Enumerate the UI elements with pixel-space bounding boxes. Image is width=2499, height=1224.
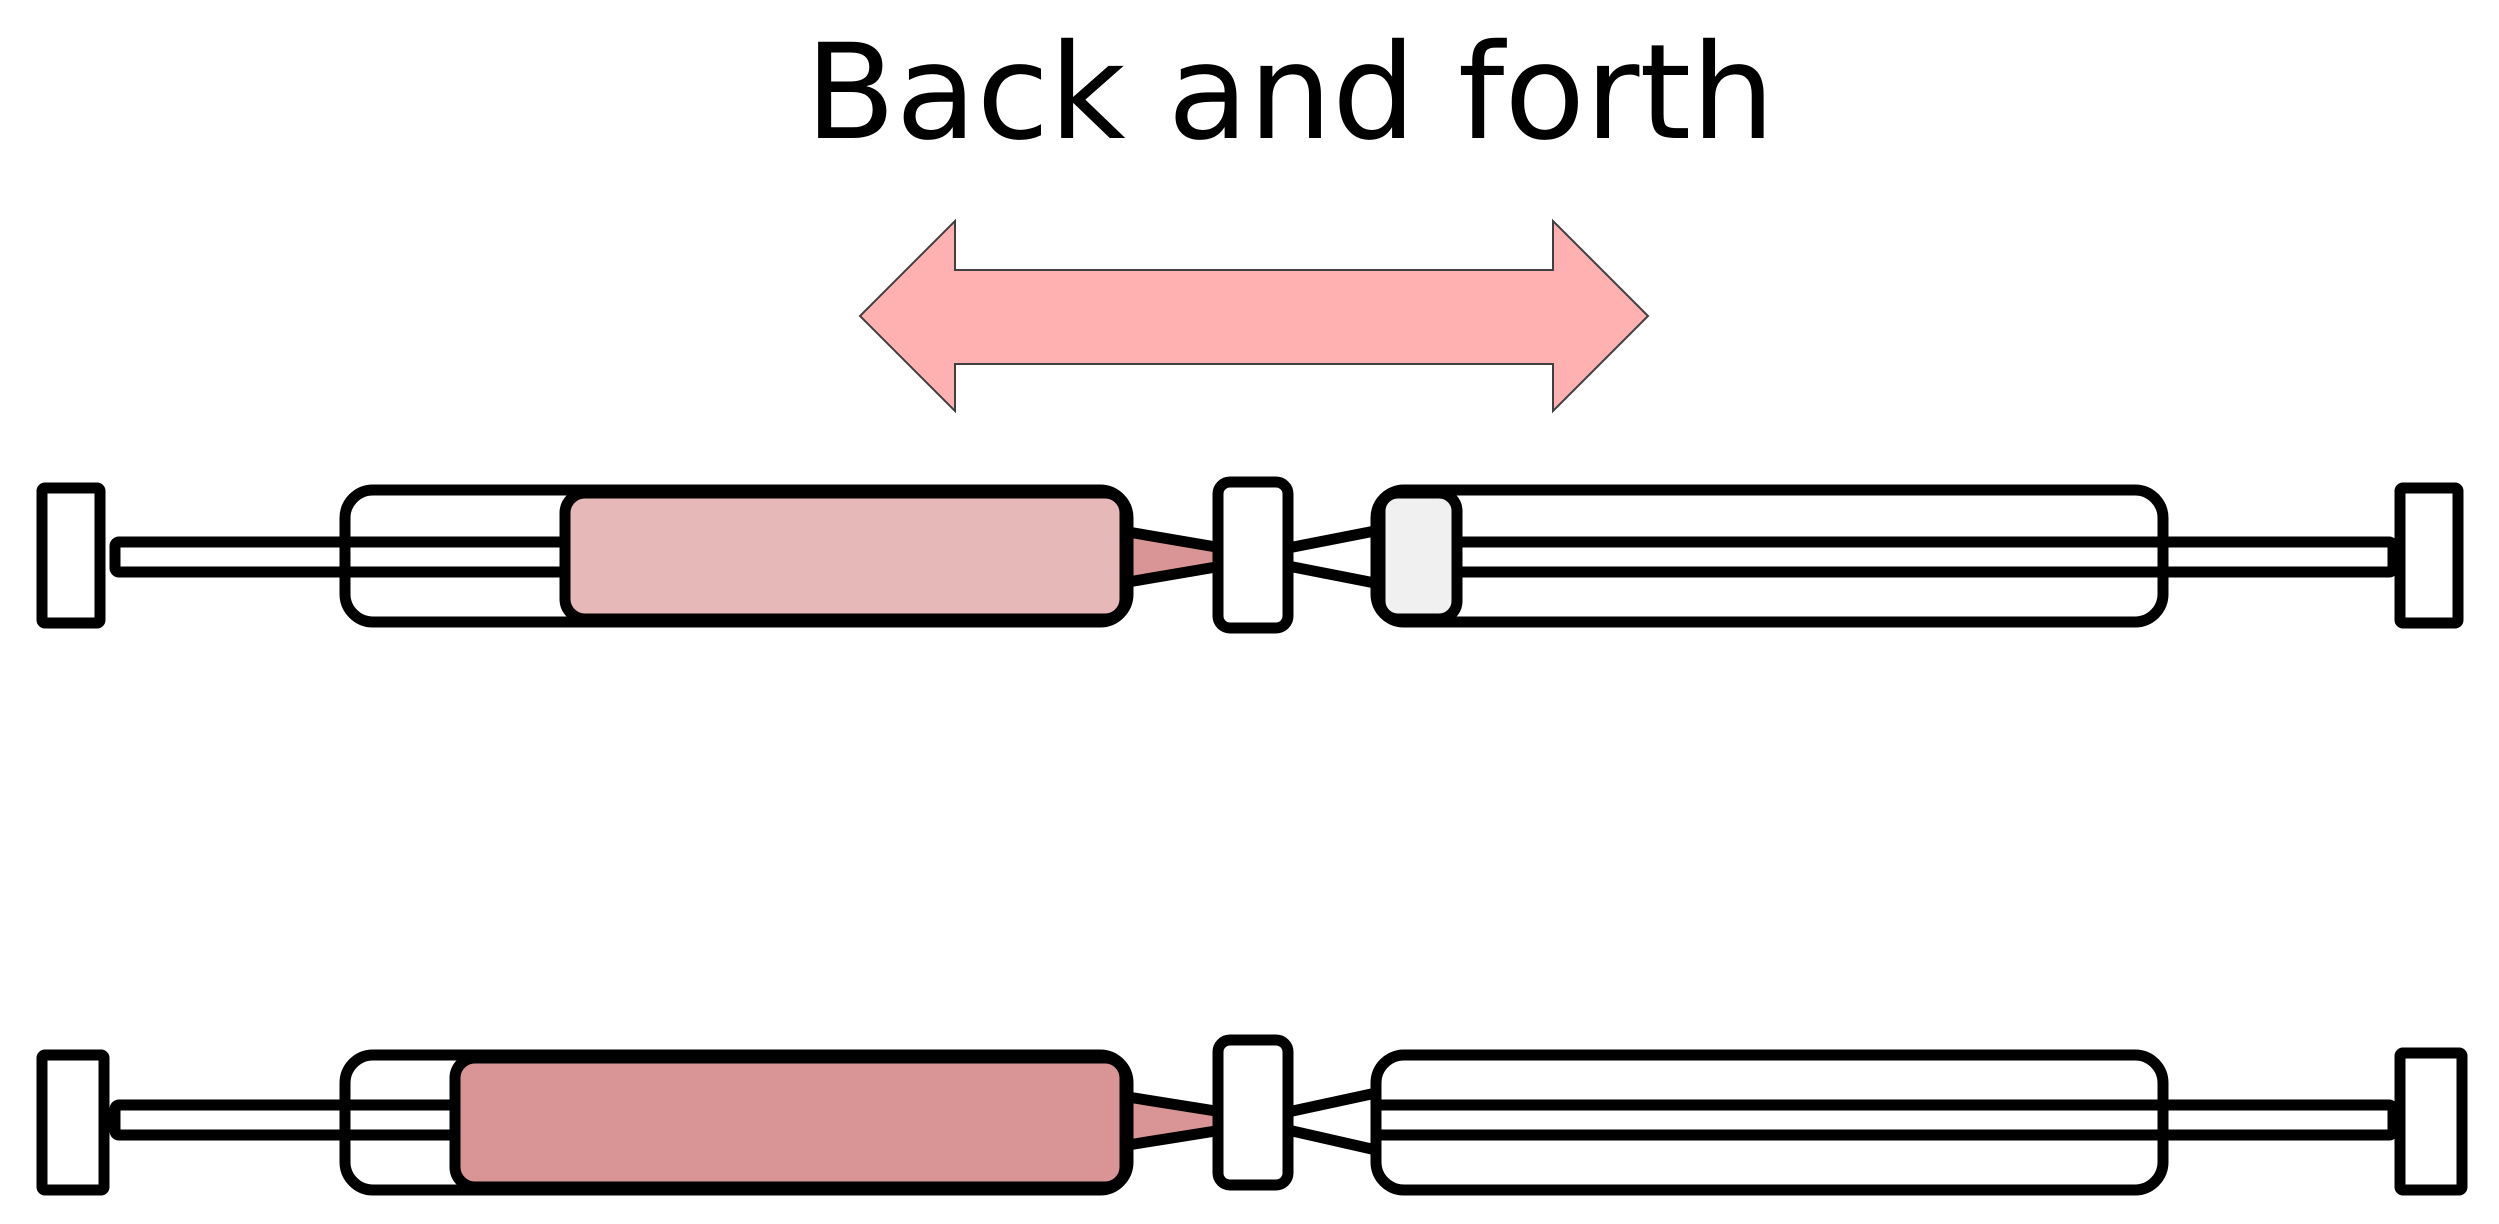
left-nozzle	[1122, 1091, 1228, 1151]
left-syringe-icon	[36, 1049, 1228, 1196]
connector-block	[1212, 1034, 1294, 1191]
syringe-pair-bottom	[36, 1034, 2468, 1196]
right-plunger-thumb	[2394, 482, 2464, 629]
right-syringe-icon	[1282, 482, 2464, 629]
diagram-title: Back and forth	[805, 16, 1775, 170]
right-plunger-rod	[2157, 1099, 2399, 1141]
syringe-pair-top	[36, 476, 2464, 634]
right-syringe-icon	[1282, 1047, 2468, 1196]
left-barrel-liquid	[559, 487, 1131, 625]
left-syringe-icon	[36, 482, 1228, 629]
double-headed-arrow-icon	[858, 218, 1650, 414]
left-nozzle	[1122, 526, 1228, 588]
left-plunger-thumb	[36, 1049, 110, 1196]
right-plunger-rod	[2157, 536, 2399, 578]
right-barrel	[1370, 484, 2169, 628]
right-nozzle	[1282, 524, 1386, 590]
right-plunger-head	[1374, 487, 1463, 625]
right-nozzle	[1282, 1087, 1382, 1156]
connector-block	[1212, 476, 1294, 634]
right-plunger-thumb	[2394, 1047, 2468, 1196]
left-plunger-thumb	[36, 482, 106, 629]
left-barrel-liquid	[449, 1052, 1131, 1193]
right-barrel	[1370, 1049, 2169, 1196]
